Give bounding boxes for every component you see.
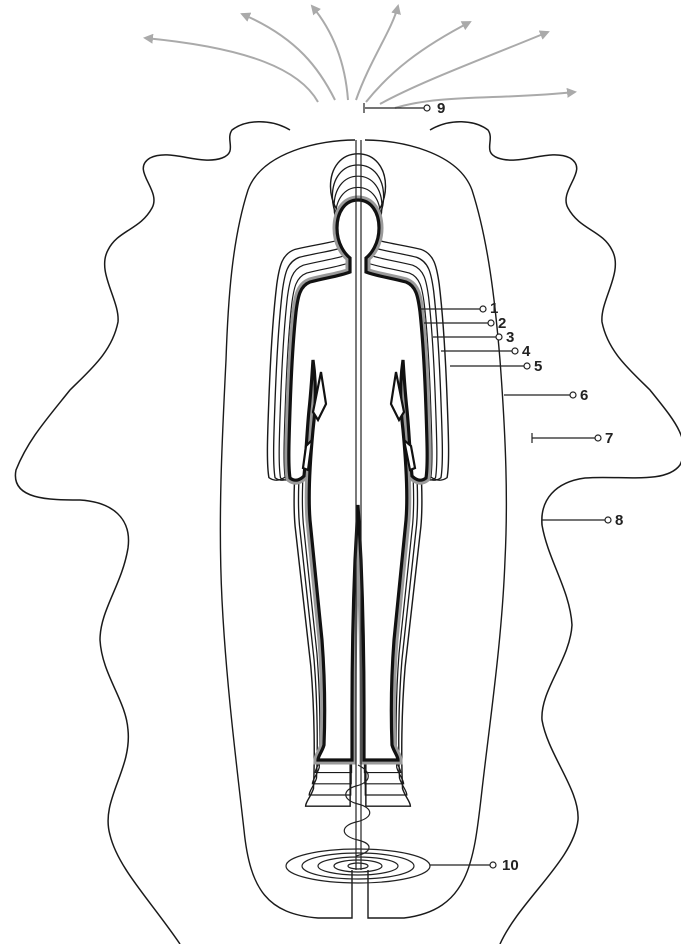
label-9: 9 <box>437 100 445 117</box>
label-5: 5 <box>534 358 542 375</box>
label-6: 6 <box>580 387 588 404</box>
human-body-silhouette <box>289 200 427 760</box>
label-10: 10 <box>502 857 519 874</box>
label-7: 7 <box>605 430 613 447</box>
label-8: 8 <box>615 512 623 529</box>
label-3: 3 <box>506 329 514 346</box>
label-4: 4 <box>522 343 531 360</box>
ground-rings <box>286 849 430 883</box>
energy-arrows <box>145 6 575 108</box>
